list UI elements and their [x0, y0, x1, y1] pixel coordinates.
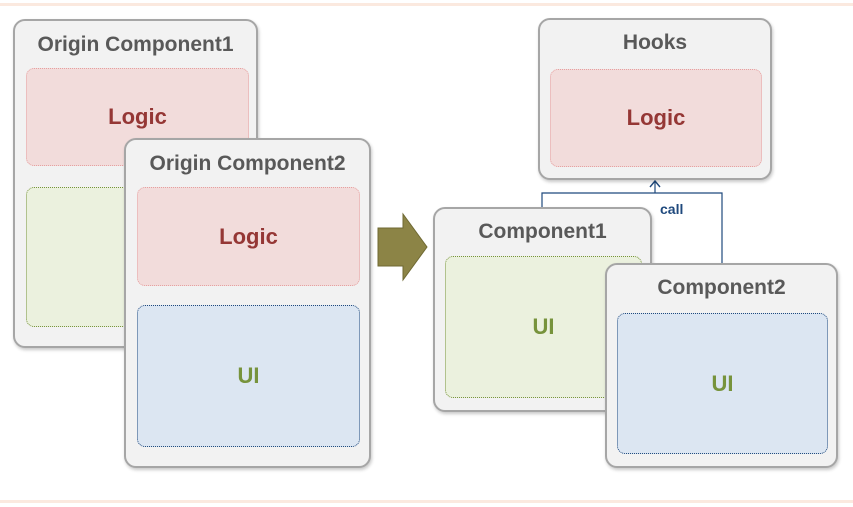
- hooks-title: Hooks: [622, 31, 688, 54]
- hooks-box: Hooks Logic: [538, 18, 772, 180]
- origin-component2-ui: UI: [137, 305, 360, 447]
- component2-title: Component2: [657, 276, 786, 299]
- origin-component2-logic: Logic: [137, 187, 360, 286]
- origin-component1-title: Origin Component1: [37, 33, 234, 56]
- origin-component2-title: Origin Component2: [149, 152, 346, 175]
- component1-title: Component1: [478, 220, 607, 243]
- bottom-divider: [0, 500, 853, 503]
- call-arrowhead-icon: [649, 179, 661, 188]
- component2-ui: UI: [617, 313, 828, 454]
- top-divider: [0, 3, 853, 6]
- origin-component2-box: Origin Component2 Logic UI: [124, 138, 371, 468]
- hooks-logic: Logic: [550, 69, 762, 167]
- component2-box: Component2 UI: [605, 263, 838, 468]
- transform-arrow-icon: [377, 212, 428, 282]
- call-label: call: [660, 201, 684, 217]
